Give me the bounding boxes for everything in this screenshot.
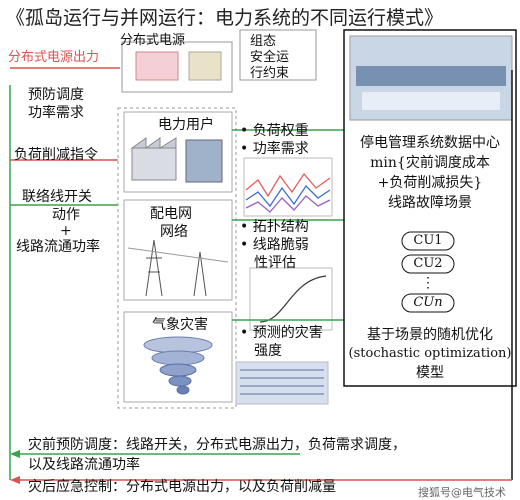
cu2-node bbox=[401, 254, 455, 274]
line-flow-label: 线路流通功率 bbox=[16, 239, 100, 255]
legend-pre-disaster-2: 以及线路流通功率 bbox=[28, 457, 140, 473]
hazard-map bbox=[235, 361, 329, 405]
der-label: 分布式电源 bbox=[120, 33, 186, 48]
page-title: 《孤岛运行与并网运行：电力系统的不同运行模式》 bbox=[6, 7, 444, 29]
bullet-hazard: • 预测的灾害 bbox=[240, 325, 323, 341]
user-label: 电力用户 bbox=[158, 117, 214, 133]
tie-label-1: 联络线开关 bbox=[22, 189, 92, 205]
tornado-icon bbox=[143, 336, 213, 395]
top-right-label-2: 安全运 bbox=[250, 50, 290, 65]
opt-label-1: 基于场景的随机优化 bbox=[367, 327, 493, 343]
right-head-4: 线路故障场景 bbox=[388, 195, 472, 211]
top-right-label-3: 行约束 bbox=[250, 66, 290, 81]
dispatch-demand-1: 预防调度 bbox=[28, 87, 84, 103]
bullet-topology: • 拓扑结构 bbox=[240, 219, 309, 235]
solar-battery-icon bbox=[188, 51, 222, 81]
right-head-3: +负荷削减损失} bbox=[377, 175, 483, 191]
tower-icon bbox=[127, 239, 229, 297]
grid-label-1: 配电网 bbox=[150, 206, 192, 222]
der-output-label: 分布式电源出力 bbox=[8, 50, 100, 65]
watermark: 搜狐号@电气技术 bbox=[418, 486, 506, 499]
cu1-label: CU1 bbox=[413, 233, 443, 248]
bullet-fragility-2: 性评估 bbox=[254, 255, 296, 271]
plus-label: + bbox=[60, 223, 72, 239]
load-shed-label: 负荷削减指令 bbox=[14, 147, 98, 163]
tie-label-2: 动作 bbox=[52, 207, 80, 223]
cun-node bbox=[401, 293, 455, 313]
top-right-label-1: 组态 bbox=[250, 34, 277, 49]
cun-label: CUn bbox=[413, 295, 443, 310]
bullet-fragility: • 线路脆弱 bbox=[240, 237, 309, 253]
building-icon bbox=[185, 139, 223, 183]
right-head-1: 停电管理系统数据中心 bbox=[360, 135, 500, 151]
dispatch-demand-2: 功率需求 bbox=[28, 105, 84, 121]
bullet-hazard-2: 强度 bbox=[254, 343, 282, 359]
opt-label-3: 模型 bbox=[416, 365, 444, 381]
opt-label-2: (stochastic optimization) bbox=[348, 346, 512, 361]
legend-post-disaster: 灾后应急控制：分布式电源出力，以及负荷削减量 bbox=[28, 479, 336, 495]
right-head-2: min{灾前调度成本 bbox=[370, 155, 490, 171]
legend-pre-disaster-1: 灾前预防调度：线路开关，分布式电源出力，负荷需求调度， bbox=[28, 437, 406, 453]
constraint-box bbox=[239, 29, 317, 81]
cu1-node bbox=[401, 231, 455, 251]
weather-label: 气象灾害 bbox=[152, 317, 208, 333]
bullet-power-demand: • 功率需求 bbox=[240, 141, 309, 157]
cu2-label: CU2 bbox=[413, 256, 443, 271]
cu-dots: ⋮ bbox=[421, 275, 435, 291]
factory-icon bbox=[131, 147, 177, 181]
battery-icon bbox=[135, 51, 179, 81]
bullet-load-weight: • 负荷权重 bbox=[240, 123, 309, 139]
grid-label-2: 网络 bbox=[160, 224, 188, 240]
